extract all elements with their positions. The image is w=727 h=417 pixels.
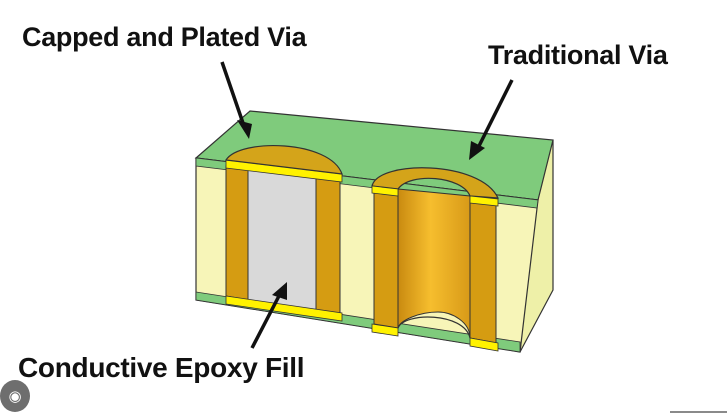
- capped-via-right-plating: [316, 177, 340, 314]
- label-capped-and-plated-via: Capped and Plated Via: [22, 22, 306, 53]
- bottom-divider: [670, 411, 727, 413]
- capped-via-left-plating: [226, 166, 248, 300]
- traditional-via-right-plating: [470, 196, 496, 343]
- lens-icon[interactable]: ◉: [0, 380, 30, 412]
- traditional-via-left-plating: [374, 186, 398, 328]
- label-conductive-epoxy-fill: Conductive Epoxy Fill: [18, 352, 304, 384]
- label-traditional-via: Traditional Via: [488, 40, 668, 71]
